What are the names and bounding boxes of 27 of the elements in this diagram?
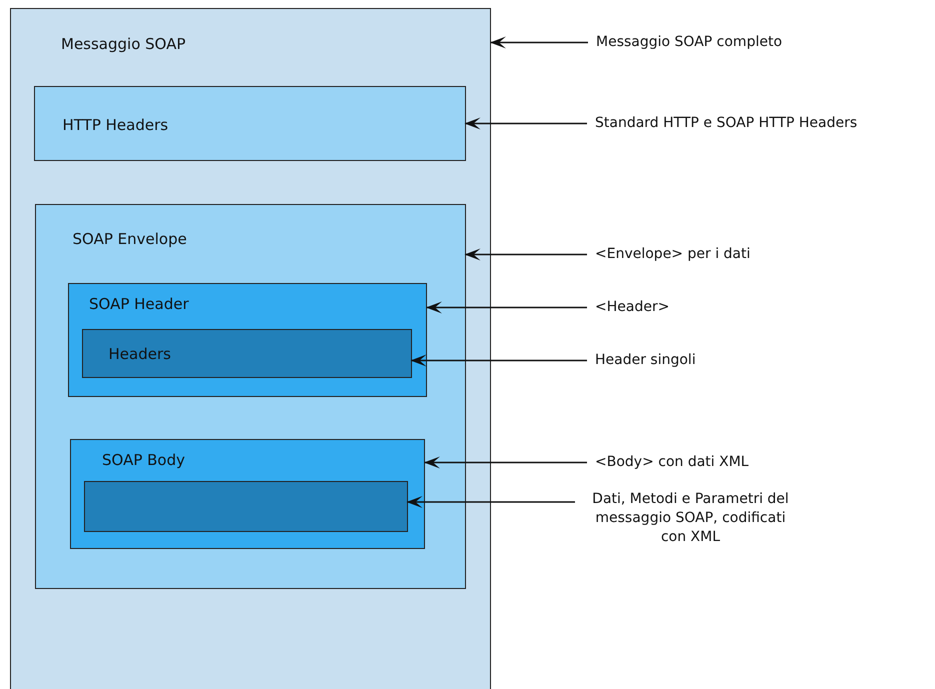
header-box: [68, 283, 427, 397]
box-title: SOAP Envelope: [72, 230, 187, 248]
annotation-text: <Envelope> per i dati: [595, 245, 750, 264]
box-title: HTTP Headers: [62, 116, 168, 134]
body-content-box: [84, 480, 408, 532]
annotation-text: Messaggio SOAP completo: [596, 33, 782, 52]
arrow: [464, 248, 587, 260]
message-box: [10, 8, 491, 689]
body-box: [70, 439, 425, 549]
arrow: [464, 118, 587, 130]
headers-box: [82, 328, 412, 378]
arrow: [490, 36, 588, 48]
http-headers-box: [34, 86, 466, 160]
box-title: Headers: [108, 344, 171, 362]
arrow: [426, 302, 587, 314]
box-title: Messaggio SOAP: [61, 35, 186, 53]
annotation-text: Standard HTTP e SOAP HTTP Headers: [595, 114, 858, 133]
envelope-box: [34, 204, 466, 588]
arrow: [406, 496, 575, 508]
arrow: [424, 456, 587, 468]
box-title: SOAP Body: [102, 451, 186, 469]
arrow: [410, 354, 587, 366]
annotation-text: <Body> con dati XML: [595, 453, 749, 472]
box-title: SOAP Header: [89, 295, 189, 313]
annotation-text: Header singoli: [595, 351, 696, 370]
annotation-text: <Header>: [595, 298, 670, 317]
annotation-text: Dati, Metodi e Parametri del messaggio SOAP, codificati con XML: [583, 490, 798, 547]
